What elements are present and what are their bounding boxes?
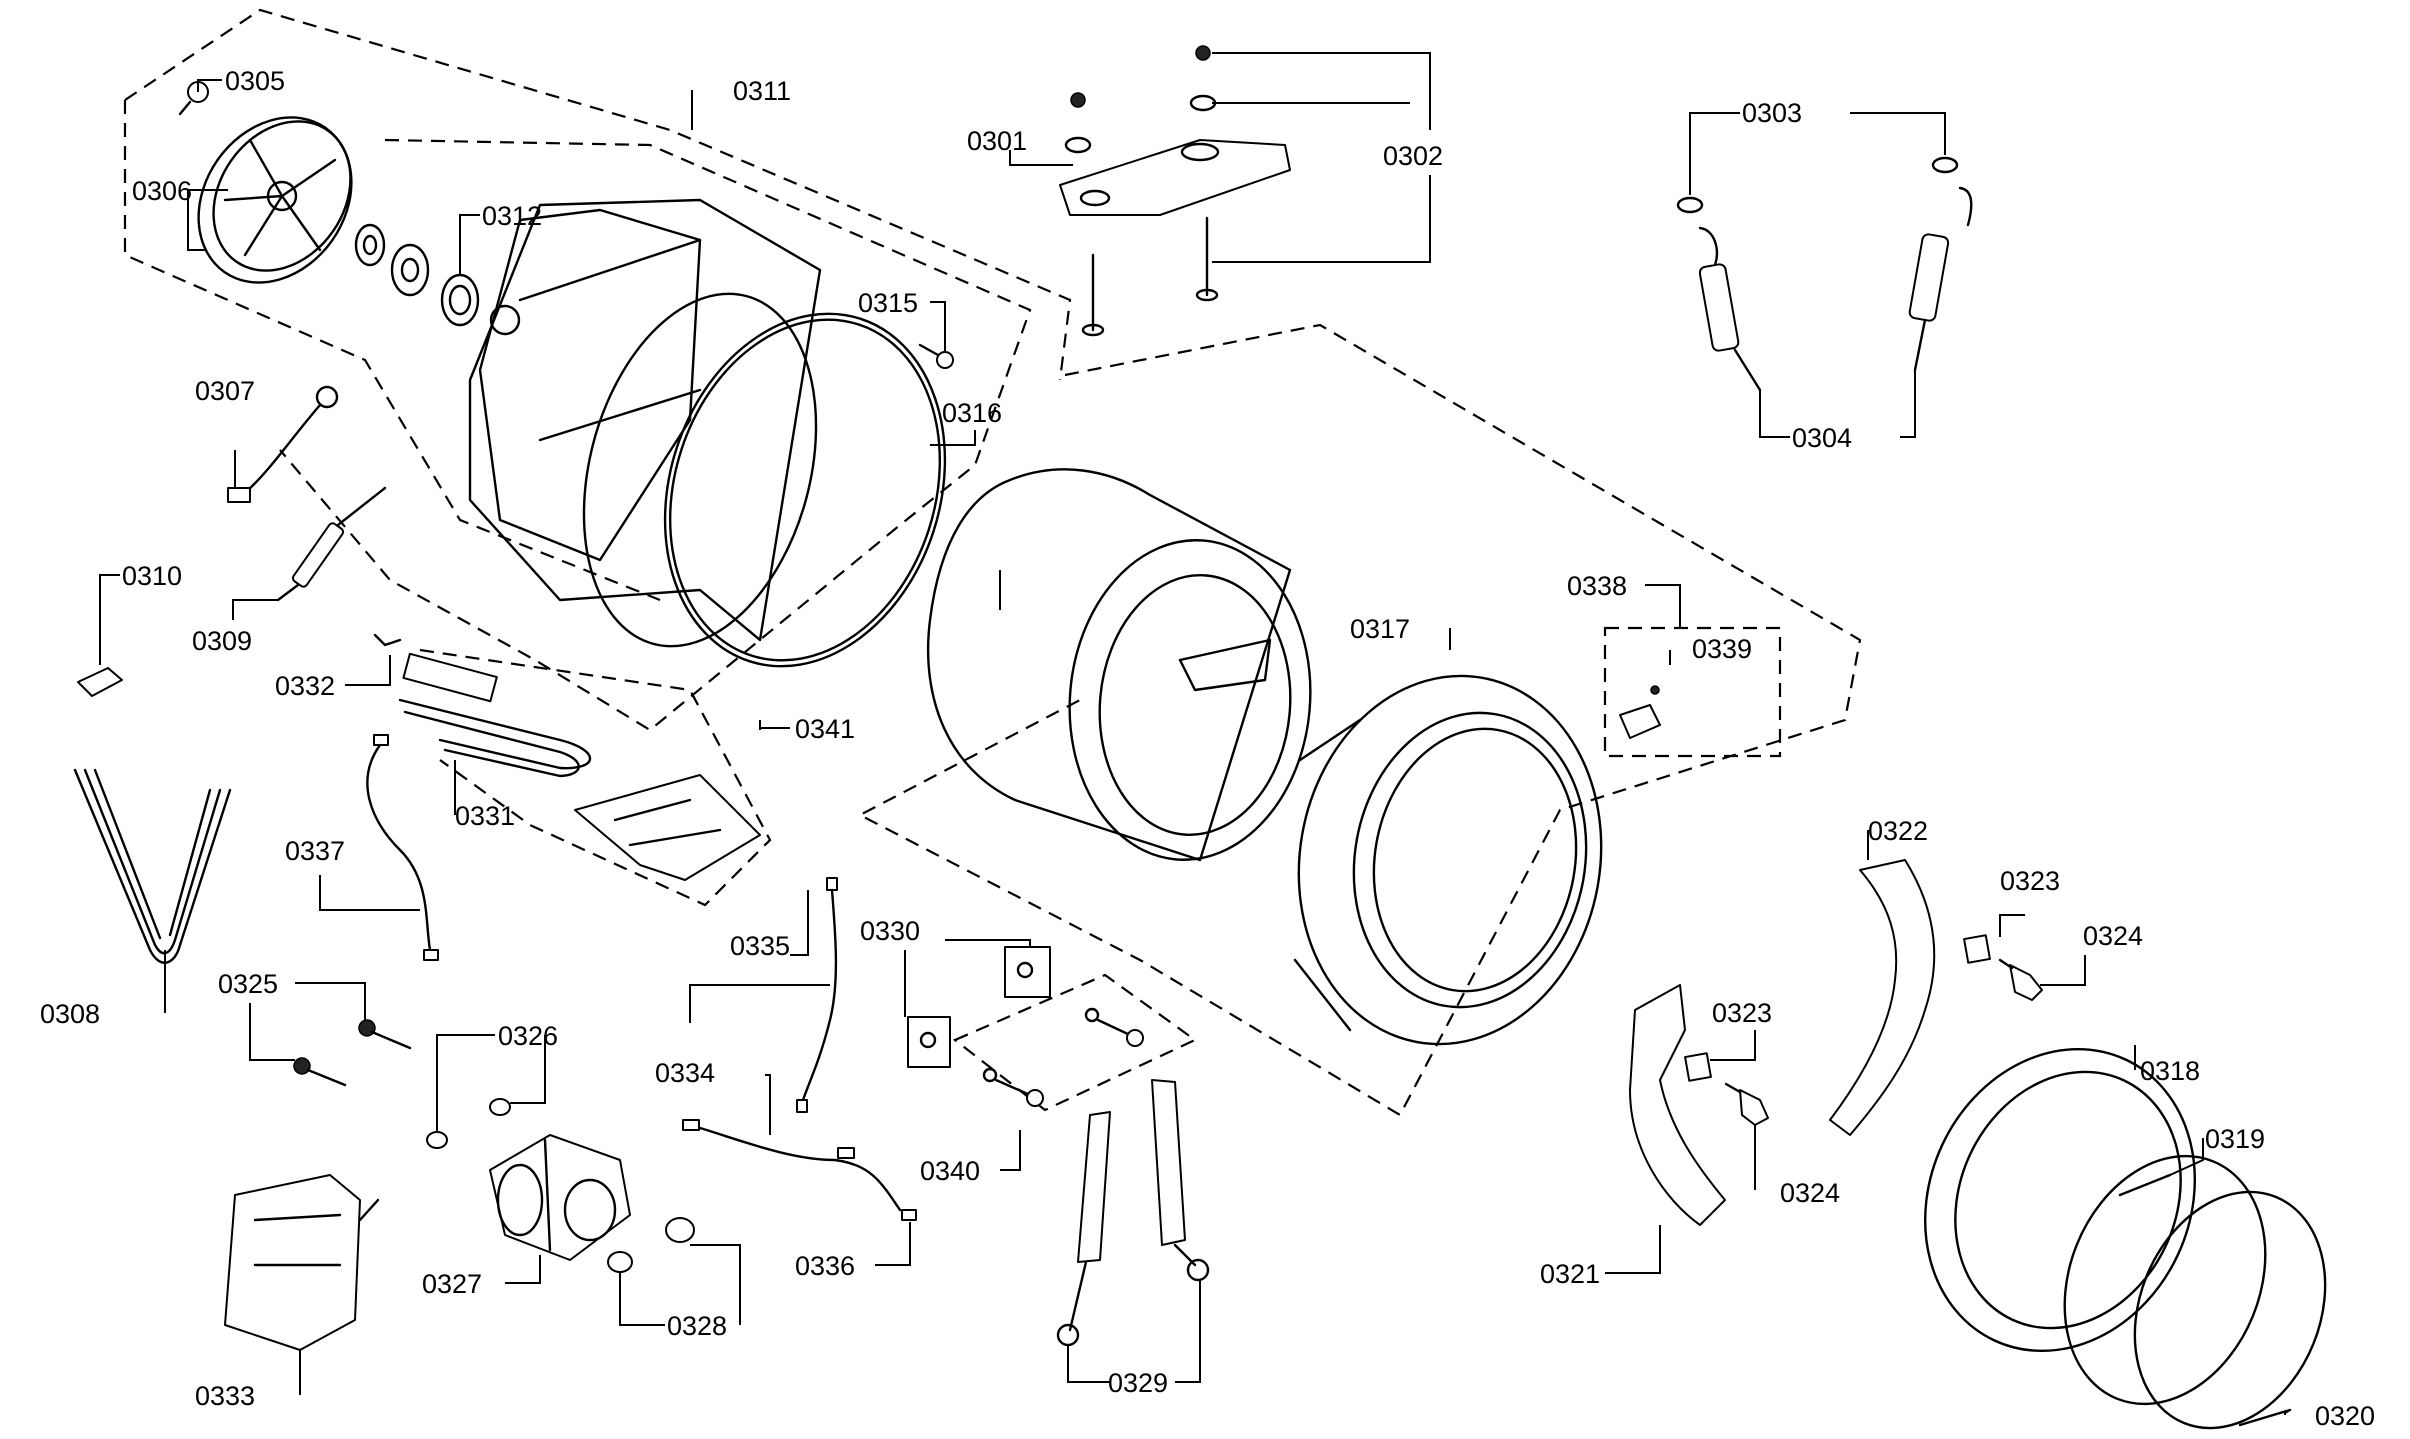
screw-0305-icon[interactable] [178, 81, 209, 116]
sensor-wire-0307-icon[interactable] [227, 385, 339, 503]
label-0334[interactable]: 0334 [655, 1058, 715, 1088]
wire-0337-icon[interactable] [366, 734, 439, 961]
bolts-0340-icon[interactable] [982, 1007, 1144, 1107]
motor-0327-icon[interactable] [489, 1134, 631, 1261]
label-0320[interactable]: 0320 [2315, 1401, 2375, 1431]
label-0330[interactable]: 0330 [860, 916, 920, 946]
assembly-outlines [123, 8, 1862, 1117]
label-0336[interactable]: 0336 [795, 1251, 855, 1281]
label-0324a[interactable]: 0324 [2083, 921, 2143, 951]
outer-tub-rear-0311-icon[interactable] [468, 198, 853, 672]
drive-belt-0308-icon[interactable] [73, 768, 232, 964]
label-0341[interactable]: 0341 [795, 714, 855, 744]
label-0301[interactable]: 0301 [967, 126, 1027, 156]
label-0326[interactable]: 0326 [498, 1021, 558, 1051]
pump-module-0333-icon[interactable] [224, 1174, 380, 1351]
label-0325[interactable]: 0325 [218, 969, 278, 999]
drum-group-outline [857, 323, 1862, 1117]
label-0315[interactable]: 0315 [858, 288, 918, 318]
label-0306[interactable]: 0306 [132, 176, 192, 206]
label-0337[interactable]: 0337 [285, 836, 345, 866]
latch-0339-icon[interactable] [1619, 685, 1661, 739]
knobs-0324-icon[interactable] [1724, 958, 2043, 1126]
drum-icon[interactable] [926, 468, 1323, 869]
hinge-bracket-0321-icon[interactable] [1629, 984, 1726, 1226]
label-0310[interactable]: 0310 [122, 561, 182, 591]
label-0333[interactable]: 0333 [195, 1381, 255, 1411]
leader-lines [99, 52, 2291, 1415]
label-0322[interactable]: 0322 [1868, 816, 1928, 846]
label-0303[interactable]: 0303 [1742, 98, 1802, 128]
tub-gasket-0316-icon[interactable] [621, 277, 989, 703]
spring-0309-icon[interactable] [276, 486, 387, 602]
label-0308[interactable]: 0308 [40, 999, 100, 1029]
screw-0315-icon[interactable] [918, 343, 954, 369]
inner-tub-group-outline [279, 138, 1032, 732]
heater-group-outline [419, 648, 772, 907]
label-0304[interactable]: 0304 [1792, 423, 1852, 453]
label-0331[interactable]: 0331 [455, 801, 515, 831]
label-0312[interactable]: 0312 [482, 201, 542, 231]
label-0321[interactable]: 0321 [1540, 1259, 1600, 1289]
label-0338[interactable]: 0338 [1567, 571, 1627, 601]
screws-0325-icon[interactable] [293, 1019, 412, 1087]
label-0323a[interactable]: 0323 [2000, 866, 2060, 896]
label-0319[interactable]: 0319 [2205, 1124, 2265, 1154]
blocks-0330-icon[interactable] [907, 946, 1051, 1068]
label-0323b[interactable]: 0323 [1712, 998, 1772, 1028]
pulley-0306-icon[interactable] [167, 88, 383, 312]
bolts-0302-icon[interactable] [1064, 45, 1219, 337]
label-0332[interactable]: 0332 [275, 671, 335, 701]
hinge-0322-icon[interactable] [1829, 859, 1936, 1136]
label-0317[interactable]: 0317 [1350, 614, 1410, 644]
outer-tub-group-outline [123, 8, 1072, 602]
heater-bracket-icon[interactable] [574, 774, 761, 881]
label-0328[interactable]: 0328 [667, 1311, 727, 1341]
part-number-labels: 0301 0302 0303 0304 0305 0306 0307 0308 … [40, 66, 2375, 1431]
label-0305[interactable]: 0305 [225, 66, 285, 96]
label-0339[interactable]: 0339 [1692, 634, 1752, 664]
suspension-springs-0304-icon[interactable] [1676, 156, 1973, 392]
label-0316[interactable]: 0316 [942, 398, 1002, 428]
heater-element-0331-icon[interactable] [373, 633, 591, 778]
wire-harness-0336-icon[interactable] [682, 1119, 917, 1221]
outer-tub-front-0317-icon[interactable] [1270, 652, 1630, 1068]
label-0302[interactable]: 0302 [1383, 141, 1443, 171]
label-0340[interactable]: 0340 [920, 1156, 980, 1186]
door-clamp-ring-0320-icon[interactable] [2101, 1163, 2359, 1439]
label-0309[interactable]: 0309 [192, 626, 252, 656]
wire-0335-icon[interactable] [796, 877, 838, 1113]
label-0327[interactable]: 0327 [422, 1269, 482, 1299]
door-gasket-0319-icon[interactable] [2029, 1126, 2301, 1435]
shims-0323-icon[interactable] [1684, 934, 1991, 1082]
shock-absorbers-0329-icon[interactable] [1056, 1079, 1210, 1347]
mount-bracket-0301-icon[interactable] [1059, 139, 1291, 216]
box-0338-outline [1603, 626, 1782, 758]
label-0307[interactable]: 0307 [195, 376, 255, 406]
label-0311[interactable]: 0311 [733, 76, 791, 106]
label-0318[interactable]: 0318 [2140, 1056, 2200, 1086]
label-0335[interactable]: 0335 [730, 931, 790, 961]
door-frame-0318-icon[interactable] [1877, 1005, 2244, 1396]
clip-0310-icon[interactable] [77, 667, 123, 697]
grommets-0326-icon[interactable] [426, 1098, 511, 1149]
label-0324b[interactable]: 0324 [1780, 1178, 1840, 1208]
bushings-0328-icon[interactable] [607, 1217, 695, 1273]
part-drawings [73, 45, 2359, 1439]
label-0329[interactable]: 0329 [1108, 1368, 1168, 1398]
